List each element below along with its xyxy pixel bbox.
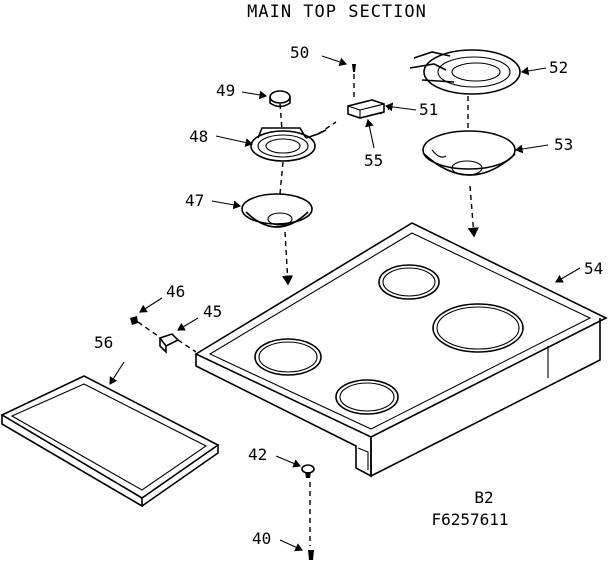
- callout-48: 48: [189, 127, 208, 146]
- callout-53: 53: [554, 135, 573, 154]
- callout-51: 51: [419, 100, 438, 119]
- callout-40: 40: [252, 529, 271, 548]
- terminal-block-51: [347, 99, 385, 119]
- callout-47: 47: [185, 191, 204, 210]
- screw-40: [308, 550, 314, 560]
- surface-element-52: [409, 49, 521, 95]
- callout-52: 52: [549, 58, 568, 77]
- cooktop-54: [194, 222, 608, 478]
- screw-42: [301, 464, 315, 478]
- callout-55: 55: [364, 151, 383, 170]
- callout-54: 54: [584, 259, 603, 278]
- callout-56: 56: [94, 333, 113, 352]
- drip-bowl-47: [241, 193, 313, 228]
- screw-50: [352, 64, 356, 72]
- spill-tray-56: [0, 375, 220, 508]
- diagram-title: MAIN TOP SECTION: [247, 2, 427, 22]
- screw-46: [130, 316, 138, 325]
- callout-45: 45: [203, 302, 222, 321]
- callout-49: 49: [216, 81, 235, 100]
- drip-bowl-53: [422, 130, 516, 176]
- callout-42: 42: [248, 445, 267, 464]
- callout-46: 46: [166, 282, 185, 301]
- callout-50: 50: [290, 43, 309, 62]
- bracket-45: [158, 333, 180, 354]
- model-code: B2: [474, 488, 493, 507]
- surface-element-48: [250, 127, 327, 162]
- part-number: F6257611: [431, 510, 508, 529]
